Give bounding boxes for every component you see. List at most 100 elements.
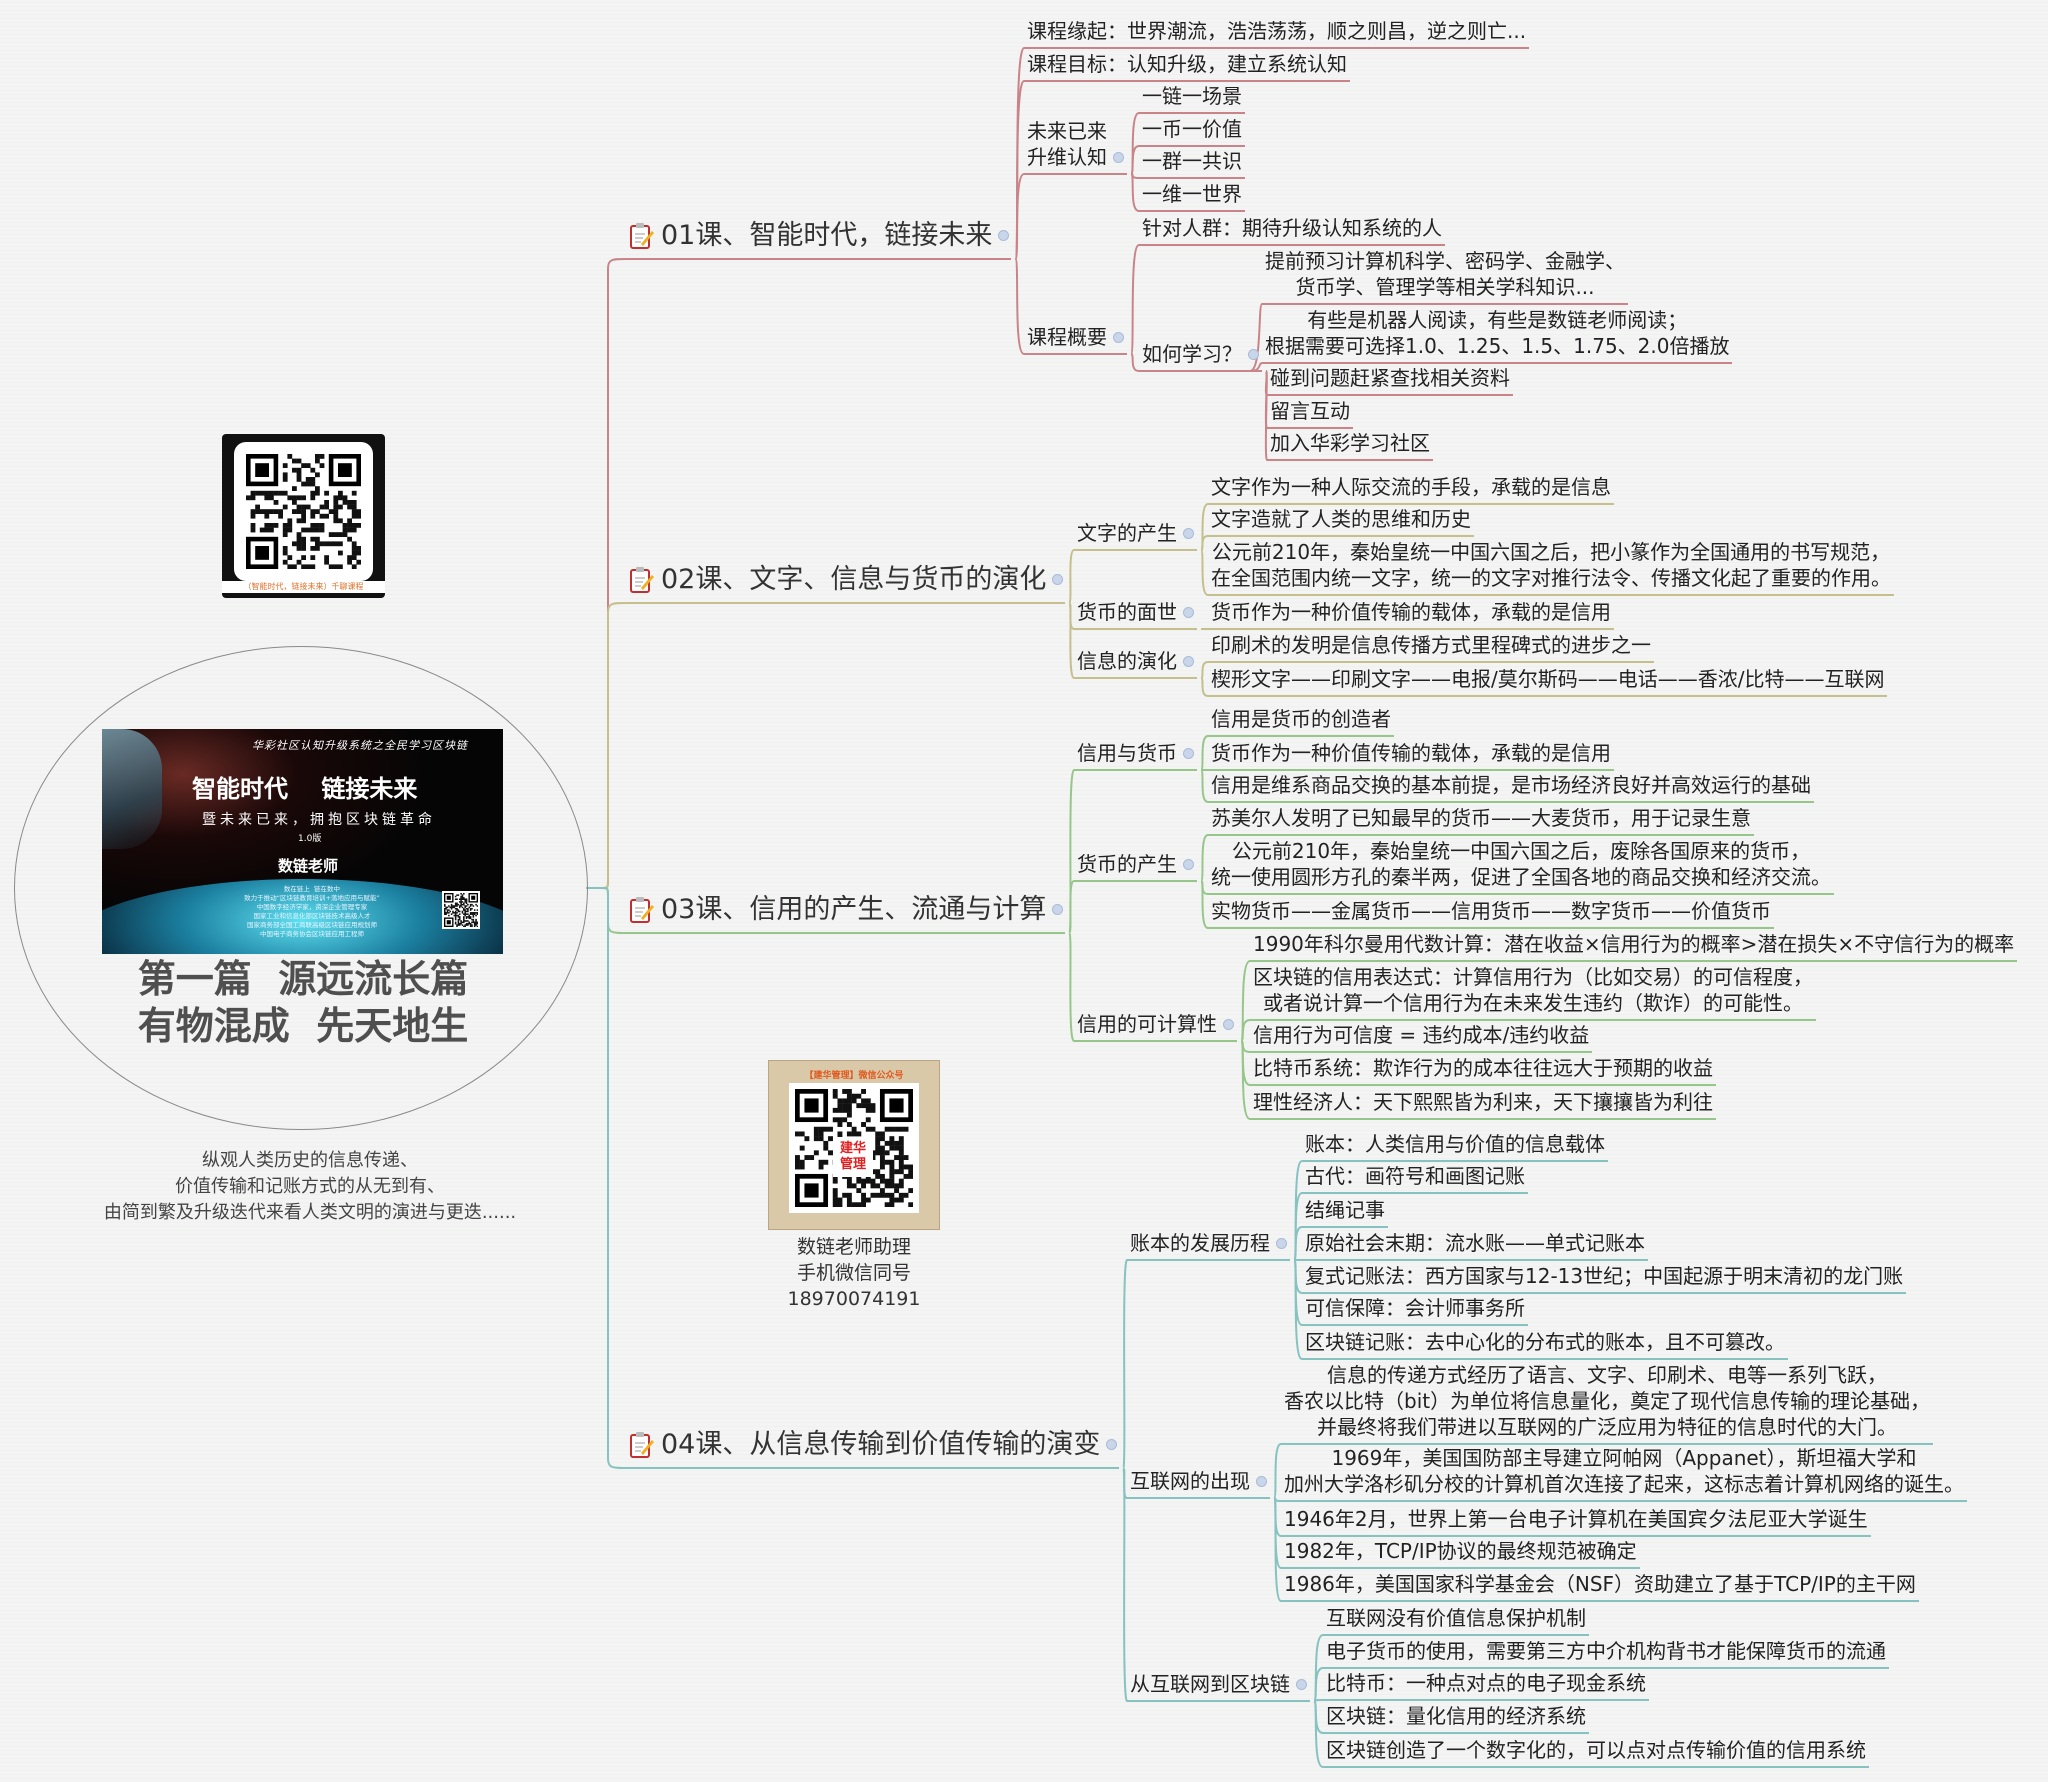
node-leaf[interactable]: 一币一价值 bbox=[1139, 113, 1245, 147]
collapse-toggle-icon[interactable] bbox=[1106, 1438, 1118, 1450]
node-leaf[interactable]: 1969年，美国国防部主导建立阿帕网（Appanet），斯坦福大学和 加州大学洛… bbox=[1281, 1445, 1967, 1502]
connector-line bbox=[1293, 1259, 1303, 1294]
node-leaf[interactable]: 区块链：量化信用的经济系统 bbox=[1323, 1700, 1589, 1734]
node-leaf[interactable]: 区块链记账：去中心化的分布式的账本，且不可篡改。 bbox=[1302, 1326, 1788, 1360]
node-internet-emergence[interactable]: 互联网的出现 bbox=[1127, 1465, 1270, 1499]
node-leaf[interactable]: 可信保障：会计师事务所 bbox=[1302, 1292, 1528, 1326]
node-leaf[interactable]: 比特币：一种点对点的电子现金系统 bbox=[1323, 1667, 1649, 1701]
main-topic-04[interactable]: 04课、从信息传输到价值传输的演变 bbox=[627, 1425, 1120, 1469]
node-leaf[interactable]: 互联网没有价值信息保护机制 bbox=[1323, 1602, 1589, 1636]
collapse-toggle-icon[interactable] bbox=[1113, 152, 1124, 163]
node-ledger-history[interactable]: 账本的发展历程 bbox=[1127, 1227, 1290, 1261]
node-leaf[interactable]: 货币作为一种价值传输的载体，承载的是信用 bbox=[1208, 737, 1614, 771]
node-leaf[interactable]: 区块链的信用表达式：计算信用行为（比如交易）的可信程度， 或者说计算一个信用行为… bbox=[1250, 964, 1816, 1021]
collapse-toggle-icon[interactable] bbox=[1183, 859, 1194, 870]
node-leaf[interactable]: 碰到问题赶紧查找相关资料 bbox=[1267, 362, 1513, 396]
qr-code-pattern bbox=[246, 454, 361, 569]
collapse-toggle-icon[interactable] bbox=[1256, 1476, 1267, 1487]
node-credit-computability[interactable]: 信用的可计算性 bbox=[1074, 1008, 1237, 1042]
connector-line bbox=[586, 258, 628, 889]
collapse-toggle-icon[interactable] bbox=[1183, 528, 1194, 539]
connector-line bbox=[1293, 1160, 1303, 1261]
node-leaf[interactable]: 货币作为一种价值传输的载体，承载的是信用 bbox=[1208, 596, 1614, 630]
node-leaf[interactable]: 公元前210年，秦始皇统一中国六国之后，把小篆作为全国通用的书写规范， 在全国范… bbox=[1208, 539, 1894, 596]
node-leaf[interactable]: 印刷术的发明是信息传播方式里程碑式的进步之一 bbox=[1208, 629, 1654, 663]
node-future-arrived[interactable]: 未来已来 升维认知 bbox=[1024, 118, 1127, 175]
connector-line bbox=[1200, 880, 1209, 895]
collapse-toggle-icon[interactable] bbox=[1223, 1019, 1234, 1030]
qr-code-pattern bbox=[444, 893, 478, 927]
collapse-toggle-icon[interactable] bbox=[1296, 1679, 1307, 1690]
node-internet-to-blockchain[interactable]: 从互联网到区块链 bbox=[1127, 1668, 1310, 1702]
node-leaf[interactable]: 留言互动 bbox=[1267, 395, 1353, 429]
node-leaf[interactable]: 1982年，TCP/IP协议的最终规范被确定 bbox=[1281, 1535, 1640, 1569]
node-leaf[interactable]: 古代：画符号和画图记账 bbox=[1302, 1160, 1528, 1194]
collapse-toggle-icon[interactable] bbox=[998, 229, 1010, 241]
node-leaf[interactable]: 文字作为一种人际交流的手段，承载的是信息 bbox=[1208, 471, 1614, 505]
node-target-audience[interactable]: 针对人群：期待升级认知系统的人 bbox=[1139, 212, 1445, 246]
node-leaf[interactable]: 1990年科尔曼用代数计算：潜在收益×信用行为的概率>潜在损失×不守信行为的概率 bbox=[1250, 928, 2018, 962]
central-topic[interactable] bbox=[14, 646, 588, 1130]
node-leaf[interactable]: 1986年，美国国家科学基金会（NSF）资助建立了基于TCP/IP的主干网 bbox=[1281, 1568, 1919, 1602]
node-leaf[interactable]: 有些是机器人阅读，有些是数链老师阅读； 根据需要可选择1.0、1.25、1.5、… bbox=[1262, 307, 1733, 364]
node-leaf[interactable]: 电子货币的使用，需要第三方中介机构背书才能保障货币的流通 bbox=[1323, 1635, 1889, 1669]
connector-line bbox=[1122, 1259, 1128, 1469]
connector-line bbox=[1200, 880, 1209, 929]
connector-line bbox=[1240, 1040, 1251, 1086]
connector-line bbox=[1014, 258, 1025, 355]
connector-line bbox=[1200, 503, 1209, 551]
collapse-toggle-icon[interactable] bbox=[1183, 607, 1194, 618]
connector-line bbox=[1200, 549, 1209, 596]
node-leaf[interactable]: 楔形文字——印刷文字——电报/莫尔斯码——电话——香浓/比特——互联网 bbox=[1208, 663, 1888, 697]
collapse-toggle-icon[interactable] bbox=[1183, 748, 1194, 759]
collapse-toggle-icon[interactable] bbox=[1113, 332, 1124, 343]
qr-header: 【建华管理】微信公众号 bbox=[804, 1071, 904, 1081]
main-topic-02[interactable]: 02课、文字、信息与货币的演化 bbox=[627, 560, 1066, 604]
node-leaf[interactable]: 复式记账法：西方国家与12-13世纪；中国起源于明末清初的龙门账 bbox=[1302, 1260, 1907, 1294]
node-currency-birth[interactable]: 货币的面世 bbox=[1074, 596, 1197, 630]
qr-logo: 建华 管理 bbox=[833, 1137, 873, 1177]
node-leaf[interactable]: 原始社会末期：流水账——单式记账本 bbox=[1302, 1227, 1648, 1261]
node-leaf[interactable]: 一群一共识 bbox=[1139, 145, 1245, 179]
node-how-to-learn[interactable]: 如何学习？ bbox=[1139, 338, 1262, 372]
node-leaf[interactable]: 1946年2月，世界上第一台电子计算机在美国宾夕法尼亚大学诞生 bbox=[1281, 1503, 1871, 1537]
node-course-goal[interactable]: 课程目标：认知升级，建立系统认知 bbox=[1024, 48, 1350, 82]
node-leaf[interactable]: 信用是货币的创造者 bbox=[1208, 703, 1394, 737]
node-writing-origin[interactable]: 文字的产生 bbox=[1074, 517, 1197, 551]
node-course-overview[interactable]: 课程概要 bbox=[1024, 321, 1127, 355]
node-leaf[interactable]: 加入华彩学习社区 bbox=[1267, 427, 1433, 461]
main-topic-label: 04课、从信息传输到价值传输的演变 bbox=[661, 1429, 1101, 1460]
node-leaf[interactable]: 苏美尔人发明了已知最早的货币——大麦货币，用于记录生意 bbox=[1208, 802, 1754, 836]
node-leaf[interactable]: 结绳记事 bbox=[1302, 1194, 1388, 1228]
connector-line bbox=[1313, 1667, 1324, 1702]
node-leaf[interactable]: 一维一世界 bbox=[1139, 178, 1245, 212]
collapse-toggle-icon[interactable] bbox=[1183, 656, 1194, 667]
node-leaf[interactable]: 文字造就了人类的思维和历史 bbox=[1208, 503, 1474, 537]
collapse-toggle-icon[interactable] bbox=[1248, 349, 1259, 360]
node-leaf[interactable]: 一链一场景 bbox=[1139, 80, 1245, 114]
connector-line bbox=[1273, 1497, 1282, 1569]
node-course-origin[interactable]: 课程缘起：世界潮流，浩浩荡荡，顺之则昌，逆之则亡... bbox=[1024, 15, 1530, 49]
main-topic-01[interactable]: 01课、智能时代，链接未来 bbox=[627, 216, 1012, 260]
collapse-toggle-icon[interactable] bbox=[1052, 573, 1064, 585]
node-leaf[interactable]: 理性经济人：天下熙熙皆为利来，天下攘攘皆为利往 bbox=[1250, 1086, 1716, 1120]
connector-line bbox=[1200, 834, 1209, 882]
notepad-icon bbox=[630, 1432, 654, 1458]
collapse-toggle-icon[interactable] bbox=[1276, 1238, 1287, 1249]
node-info-evolution[interactable]: 信息的演化 bbox=[1074, 645, 1197, 679]
node-leaf[interactable]: 信息的传递方式经历了语言、文字、印刷术、电等一系列飞跃， 香农以比特（bit）为… bbox=[1281, 1362, 1934, 1445]
node-leaf[interactable]: 实物货币——金属货币——信用货币——数字货币——价值货币 bbox=[1208, 895, 1774, 929]
node-leaf[interactable]: 信用行为可信度 = 违约成本/违约收益 bbox=[1250, 1019, 1593, 1053]
qr-caption: （智能时代，链接未来）千聊课程 bbox=[222, 581, 385, 593]
node-leaf[interactable]: 信用是维系商品交换的基本前提，是市场经济良好并高效运行的基础 bbox=[1208, 769, 1814, 803]
node-credit-currency[interactable]: 信用与货币 bbox=[1074, 737, 1197, 771]
main-topic-03[interactable]: 03课、信用的产生、流通与计算 bbox=[627, 890, 1066, 934]
node-leaf[interactable]: 比特币系统：欺诈行为的成本往往远大于预期的收益 bbox=[1250, 1052, 1716, 1086]
node-currency-origin[interactable]: 货币的产生 bbox=[1074, 848, 1197, 882]
node-leaf[interactable]: 提前预习计算机科学、密码学、金融学、 货币学、管理学等相关学科知识... bbox=[1262, 248, 1628, 305]
node-leaf[interactable]: 账本：人类信用与价值的信息载体 bbox=[1302, 1128, 1608, 1162]
collapse-toggle-icon[interactable] bbox=[1052, 903, 1064, 915]
node-leaf[interactable]: 区块链创造了一个数字化的，可以点对点传输价值的信用系统 bbox=[1323, 1734, 1869, 1768]
connector-line bbox=[1130, 244, 1140, 355]
node-leaf[interactable]: 公元前210年，秦始皇统一中国六国之后，废除各国原来的货币， 统一使用圆形方孔的… bbox=[1208, 838, 1834, 895]
